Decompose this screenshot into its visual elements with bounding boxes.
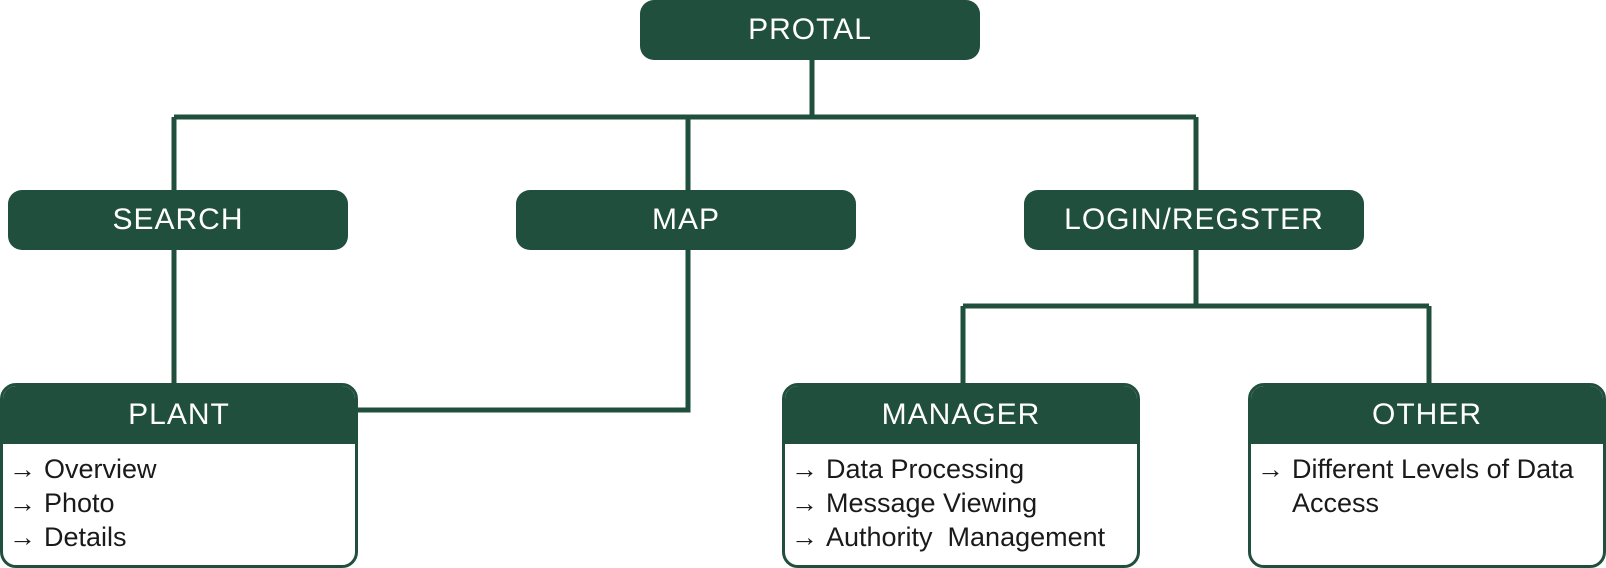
arrow-right-icon: → (1257, 454, 1284, 484)
portal-node-label: PROTAL (748, 13, 872, 46)
list-item: →Overview (9, 454, 157, 484)
search-node-label: SEARCH (112, 203, 244, 236)
arrow-right-icon: → (791, 522, 818, 552)
plant-card-header: PLANT (3, 386, 355, 444)
search-node[interactable]: SEARCH (8, 190, 348, 250)
arrow-right-icon: → (9, 522, 36, 552)
list-item: →Message Viewing (791, 488, 1038, 518)
login-register-node-label: LOGIN/REGSTER (1064, 203, 1324, 236)
manager-card-header: MANAGER (785, 386, 1137, 444)
plant-card[interactable]: PLANT →Overview →Photo →Details (0, 383, 358, 568)
manager-card[interactable]: MANAGER →Data Processing →Message Viewin… (782, 383, 1140, 568)
connector-map-to-plant (355, 248, 691, 413)
arrow-right-icon: → (9, 454, 36, 484)
manager-card-title: MANAGER (881, 398, 1041, 431)
arrow-right-icon: → (9, 488, 36, 518)
plant-item-list: →Overview →Photo →Details (3, 444, 355, 554)
other-item-list: →Different Levels of Data Access (1251, 444, 1603, 520)
map-node[interactable]: MAP (516, 190, 856, 250)
login-register-node[interactable]: LOGIN/REGSTER (1024, 190, 1364, 250)
other-card-header: OTHER (1251, 386, 1603, 444)
list-item: →Details (9, 522, 127, 552)
plant-card-title: PLANT (128, 398, 230, 431)
list-item: →Photo (9, 488, 115, 518)
arrow-right-icon: → (791, 488, 818, 518)
other-card[interactable]: OTHER →Different Levels of Data Access (1248, 383, 1606, 568)
other-card-title: OTHER (1372, 398, 1482, 431)
list-item: →Authority Management (791, 522, 1106, 552)
list-item: →Different Levels of Data Access (1257, 454, 1574, 518)
list-item: →Data Processing (791, 454, 1025, 484)
portal-node[interactable]: PROTAL (640, 0, 980, 60)
map-node-label: MAP (651, 203, 720, 236)
arrow-right-icon: → (791, 454, 818, 484)
manager-item-list: →Data Processing →Message Viewing →Autho… (785, 444, 1137, 554)
